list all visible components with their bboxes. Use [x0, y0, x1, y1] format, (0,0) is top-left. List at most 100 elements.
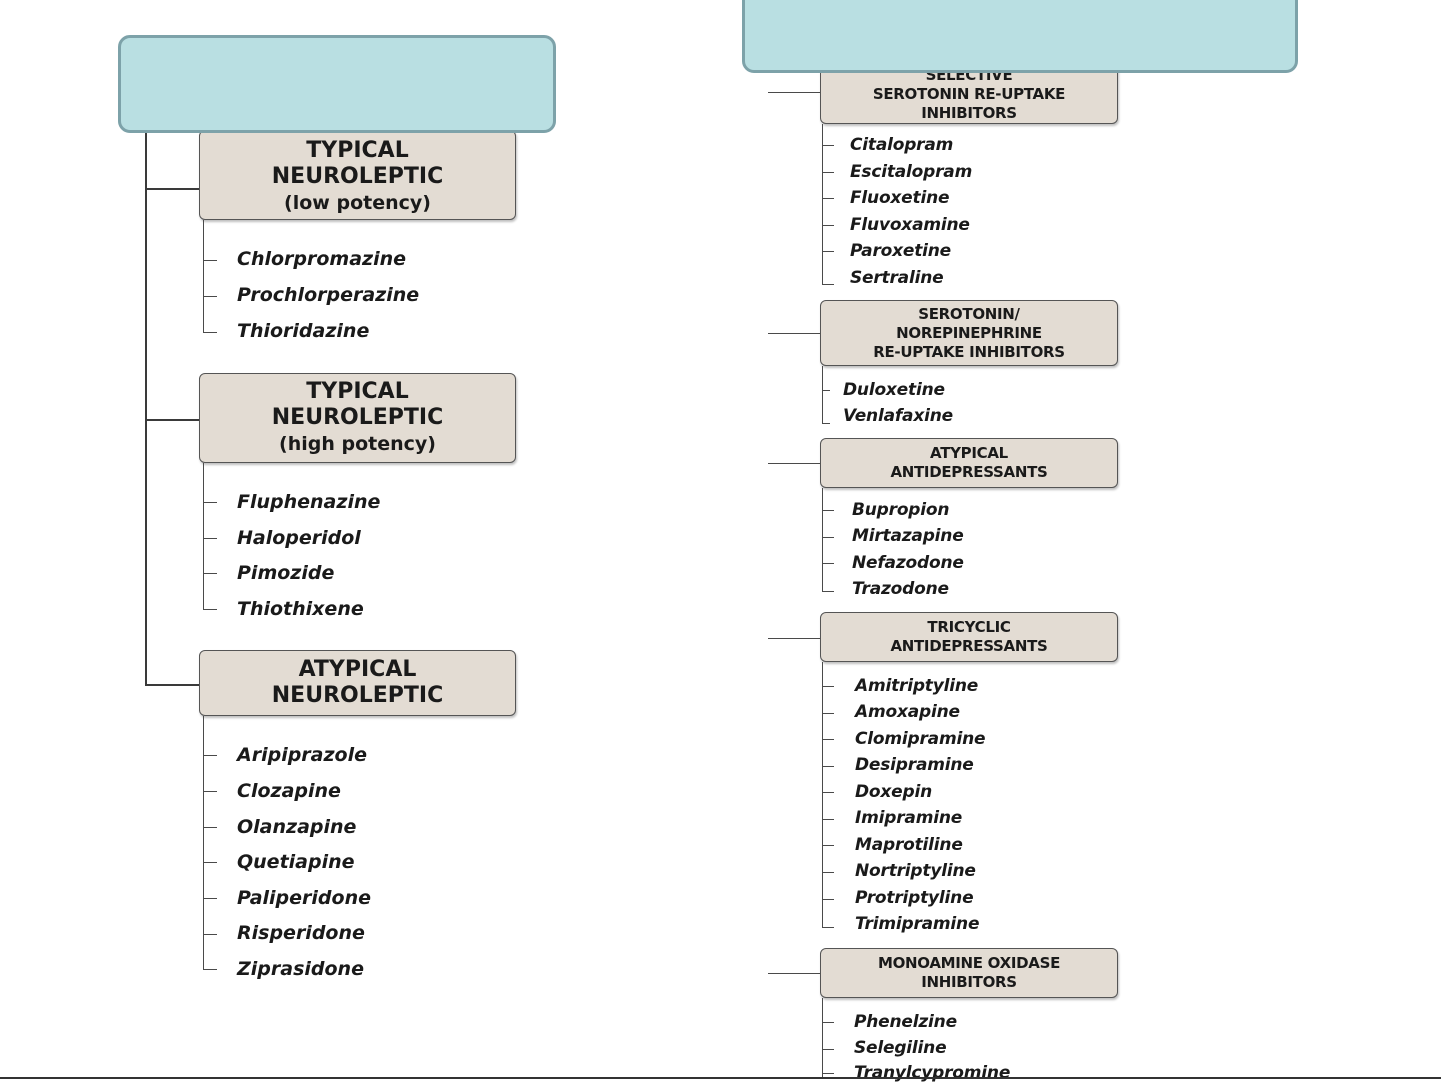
drug-name: Aripiprazole	[237, 744, 368, 766]
drug-name: Selegiline	[854, 1038, 947, 1058]
drug-tick	[822, 284, 834, 285]
category-title-line1: TYPICAL	[306, 379, 409, 404]
drug-tick	[822, 766, 834, 767]
drug-tick	[203, 573, 217, 574]
drug-name: Trimipramine	[855, 914, 980, 934]
drug-name: Escitalopram	[850, 162, 973, 182]
drug-tick	[822, 792, 834, 793]
right-branch-line	[768, 638, 820, 639]
drug-tick	[822, 845, 834, 846]
drug-tick	[822, 563, 834, 564]
drug-tick	[203, 934, 217, 935]
drug-name: Protriptyline	[855, 888, 974, 908]
drug-tick	[203, 260, 217, 261]
drug-tick	[203, 332, 217, 333]
drug-tick	[822, 819, 834, 820]
drug-tick	[203, 755, 217, 756]
drug-name: Sertraline	[850, 268, 944, 288]
category-title-line1: TYPICAL	[306, 138, 409, 163]
drug-tick	[822, 172, 834, 173]
drug-name: Fluvoxamine	[850, 215, 970, 235]
drug-tick	[203, 791, 217, 792]
drug-name: Thioridazine	[237, 320, 370, 342]
category-box-tricyclic: TRICYCLIC ANTIDEPRESSANTS	[820, 612, 1118, 662]
drug-list-line	[822, 488, 823, 592]
drug-tick	[822, 1022, 834, 1023]
drug-name: Risperidone	[237, 922, 365, 944]
drug-tick	[822, 390, 830, 391]
category-title-line: NOREPINEPHRINE	[896, 323, 1042, 342]
drug-name: Duloxetine	[843, 380, 945, 400]
drug-tick	[822, 1049, 834, 1050]
drug-tick	[822, 686, 834, 687]
drug-tick	[203, 969, 217, 970]
category-box-atypical-antidepressants: ATYPICAL ANTIDEPRESSANTS	[820, 438, 1118, 488]
drug-tick	[822, 927, 834, 928]
drug-name: Phenelzine	[854, 1012, 957, 1032]
drug-tick	[822, 713, 834, 714]
drug-tick	[822, 537, 834, 538]
drug-tick	[203, 827, 217, 828]
drug-name: Citalopram	[850, 135, 954, 155]
category-subtitle: (low potency)	[284, 192, 431, 214]
drug-name: Amoxapine	[855, 702, 960, 722]
drug-list-line	[822, 662, 823, 928]
category-box-typical-high: TYPICAL NEUROLEPTIC (high potency)	[199, 373, 516, 463]
drug-list-line	[822, 124, 823, 285]
category-title-line1: ATYPICAL	[298, 657, 417, 682]
drug-name: Ziprasidone	[237, 958, 364, 980]
drug-list-line	[203, 716, 204, 970]
drug-tick	[822, 145, 834, 146]
drug-name: Imipramine	[855, 808, 963, 828]
left-branch-line	[145, 188, 201, 190]
drug-list-line	[822, 998, 823, 1077]
drug-name: Trazodone	[852, 579, 949, 599]
category-title-line: MONOAMINE OXIDASE	[877, 954, 1061, 972]
right-branch-line	[768, 333, 820, 334]
drug-name: Bupropion	[852, 500, 950, 520]
drug-name: Paliperidone	[237, 887, 371, 909]
drug-name: Prochlorperazine	[237, 284, 420, 306]
drug-name: Clozapine	[237, 780, 341, 802]
drug-tick	[822, 251, 834, 252]
drug-name: Venlafaxine	[843, 406, 953, 426]
drug-name: Haloperidol	[237, 527, 361, 549]
left-branch-line	[145, 684, 201, 686]
category-title-line: SEROTONIN RE-UPTAKE	[872, 84, 1066, 103]
category-title-line: TRICYCLIC	[927, 618, 1011, 636]
drug-name: Desipramine	[855, 755, 974, 775]
category-title-line: INHIBITORS	[921, 973, 1017, 991]
drug-tick	[822, 198, 834, 199]
drug-name: Clomipramine	[855, 729, 986, 749]
drug-tick	[822, 872, 834, 873]
category-box-typical-low: TYPICAL NEUROLEPTIC (low potency)	[199, 130, 516, 220]
drug-name: Paroxetine	[850, 241, 951, 261]
drug-tick	[822, 423, 830, 424]
drug-tick	[822, 739, 834, 740]
category-title-line2: NEUROLEPTIC	[271, 405, 444, 430]
drug-name: Fluoxetine	[850, 188, 950, 208]
drug-name: Doxepin	[855, 782, 932, 802]
drug-name: Thiothixene	[237, 598, 364, 620]
right-branch-line	[768, 973, 820, 974]
drug-name: Nefazodone	[852, 553, 964, 573]
category-box-snri: SEROTONIN/ NOREPINEPHRINE RE-UPTAKE INHI…	[820, 300, 1118, 366]
drug-name: Chlorpromazine	[237, 248, 407, 270]
drug-tick	[203, 609, 217, 610]
drug-name: Amitriptyline	[855, 676, 979, 696]
category-title-line2: NEUROLEPTIC	[271, 683, 444, 708]
drug-name: Quetiapine	[237, 851, 355, 873]
right-branch-line	[768, 92, 820, 93]
bottom-divider	[0, 1077, 1441, 1079]
drug-name: Tranylcypromine	[854, 1063, 1011, 1083]
category-box-maoi: MONOAMINE OXIDASE INHIBITORS	[820, 948, 1118, 998]
drug-tick	[822, 1073, 834, 1074]
drug-list-line	[203, 463, 204, 610]
drug-list-line	[822, 366, 823, 424]
category-title-line2: NEUROLEPTIC	[271, 164, 444, 189]
category-title-line: ATYPICAL	[930, 444, 1008, 462]
category-title-line: SEROTONIN/	[918, 304, 1020, 323]
drug-name: Pimozide	[237, 562, 335, 584]
left-branch-line	[145, 419, 201, 421]
drug-tick	[203, 898, 217, 899]
